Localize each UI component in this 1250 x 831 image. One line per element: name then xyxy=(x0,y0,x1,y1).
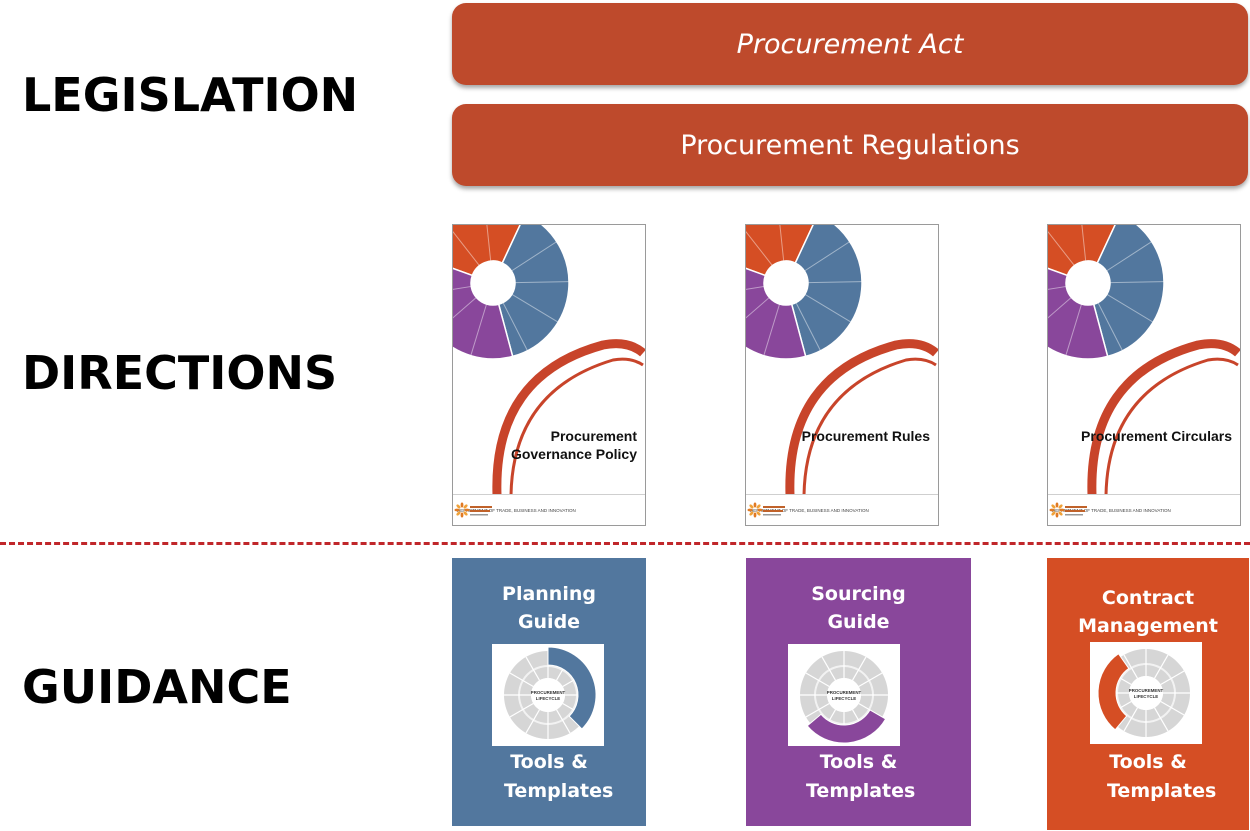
cover-title: Procurement Circulars xyxy=(1081,428,1232,444)
lifecycle-cover-graphic xyxy=(746,225,938,495)
tools-templates-label: Tools & Templates xyxy=(1107,751,1217,802)
procurement-regulations-label: Procurement Regulations xyxy=(680,129,1020,161)
procurement-act-bar: Procurement Act xyxy=(452,3,1248,85)
nt-government-logo-icon xyxy=(1049,502,1087,518)
cover-footer: DEPARTMENT OF TRADE, BUSINESS AND INNOVA… xyxy=(746,494,938,525)
cover-footer: DEPARTMENT OF TRADE, BUSINESS AND INNOVA… xyxy=(453,494,645,525)
department-name: DEPARTMENT OF TRADE, BUSINESS AND INNOVA… xyxy=(750,508,869,513)
swoosh-arc xyxy=(785,339,938,495)
guidance-label: GUIDANCE xyxy=(22,660,292,714)
procurement-rules-cover: Procurement Rules DEPARTMENT OF TRADE, B… xyxy=(745,224,939,526)
lifecycle-cover-graphic xyxy=(453,225,645,495)
swoosh-arc xyxy=(1087,339,1240,495)
guide-title: Contract Management Guide xyxy=(1078,587,1218,665)
directions-label: DIRECTIONS xyxy=(22,346,338,400)
svg-text:LIFECYCLE: LIFECYCLE xyxy=(832,696,856,701)
guide-title: Sourcing Guide xyxy=(811,583,906,633)
department-name: DEPARTMENT OF TRADE, BUSINESS AND INNOVA… xyxy=(1052,508,1171,513)
cover-title: Procurement Governance Policy xyxy=(510,428,637,462)
svg-text:PROCUREMENT: PROCUREMENT xyxy=(827,690,862,695)
svg-text:LIFECYCLE: LIFECYCLE xyxy=(1134,694,1158,699)
dashed-divider xyxy=(0,542,1250,545)
tools-templates-label: Tools & Templates xyxy=(806,751,916,802)
svg-text:PROCUREMENT: PROCUREMENT xyxy=(531,690,566,695)
swoosh-arc xyxy=(492,339,645,495)
svg-text:PROCUREMENT: PROCUREMENT xyxy=(1129,688,1164,693)
tools-templates-label: Tools & Templates xyxy=(504,751,614,802)
guide-title: Planning Guide xyxy=(502,583,596,633)
contract-management-guide-box: Contract Management Guide PROCUREMENTLIF… xyxy=(1047,558,1249,830)
nt-government-logo-icon xyxy=(454,502,492,518)
legislation-label: LEGISLATION xyxy=(22,68,359,122)
governance-policy-cover: Procurement Governance Policy DEPARTMENT… xyxy=(452,224,646,526)
svg-text:LIFECYCLE: LIFECYCLE xyxy=(536,696,560,701)
procurement-act-label: Procurement Act xyxy=(736,28,964,60)
procurement-regulations-bar: Procurement Regulations xyxy=(452,104,1248,186)
cover-footer: DEPARTMENT OF TRADE, BUSINESS AND INNOVA… xyxy=(1048,494,1240,525)
cover-title: Procurement Rules xyxy=(801,428,930,444)
procurement-circulars-cover: Procurement Circulars DEPARTMENT OF TRAD… xyxy=(1047,224,1241,526)
lifecycle-cover-graphic xyxy=(1048,225,1240,495)
nt-government-logo-icon xyxy=(747,502,785,518)
department-name: DEPARTMENT OF TRADE, BUSINESS AND INNOVA… xyxy=(457,508,576,513)
